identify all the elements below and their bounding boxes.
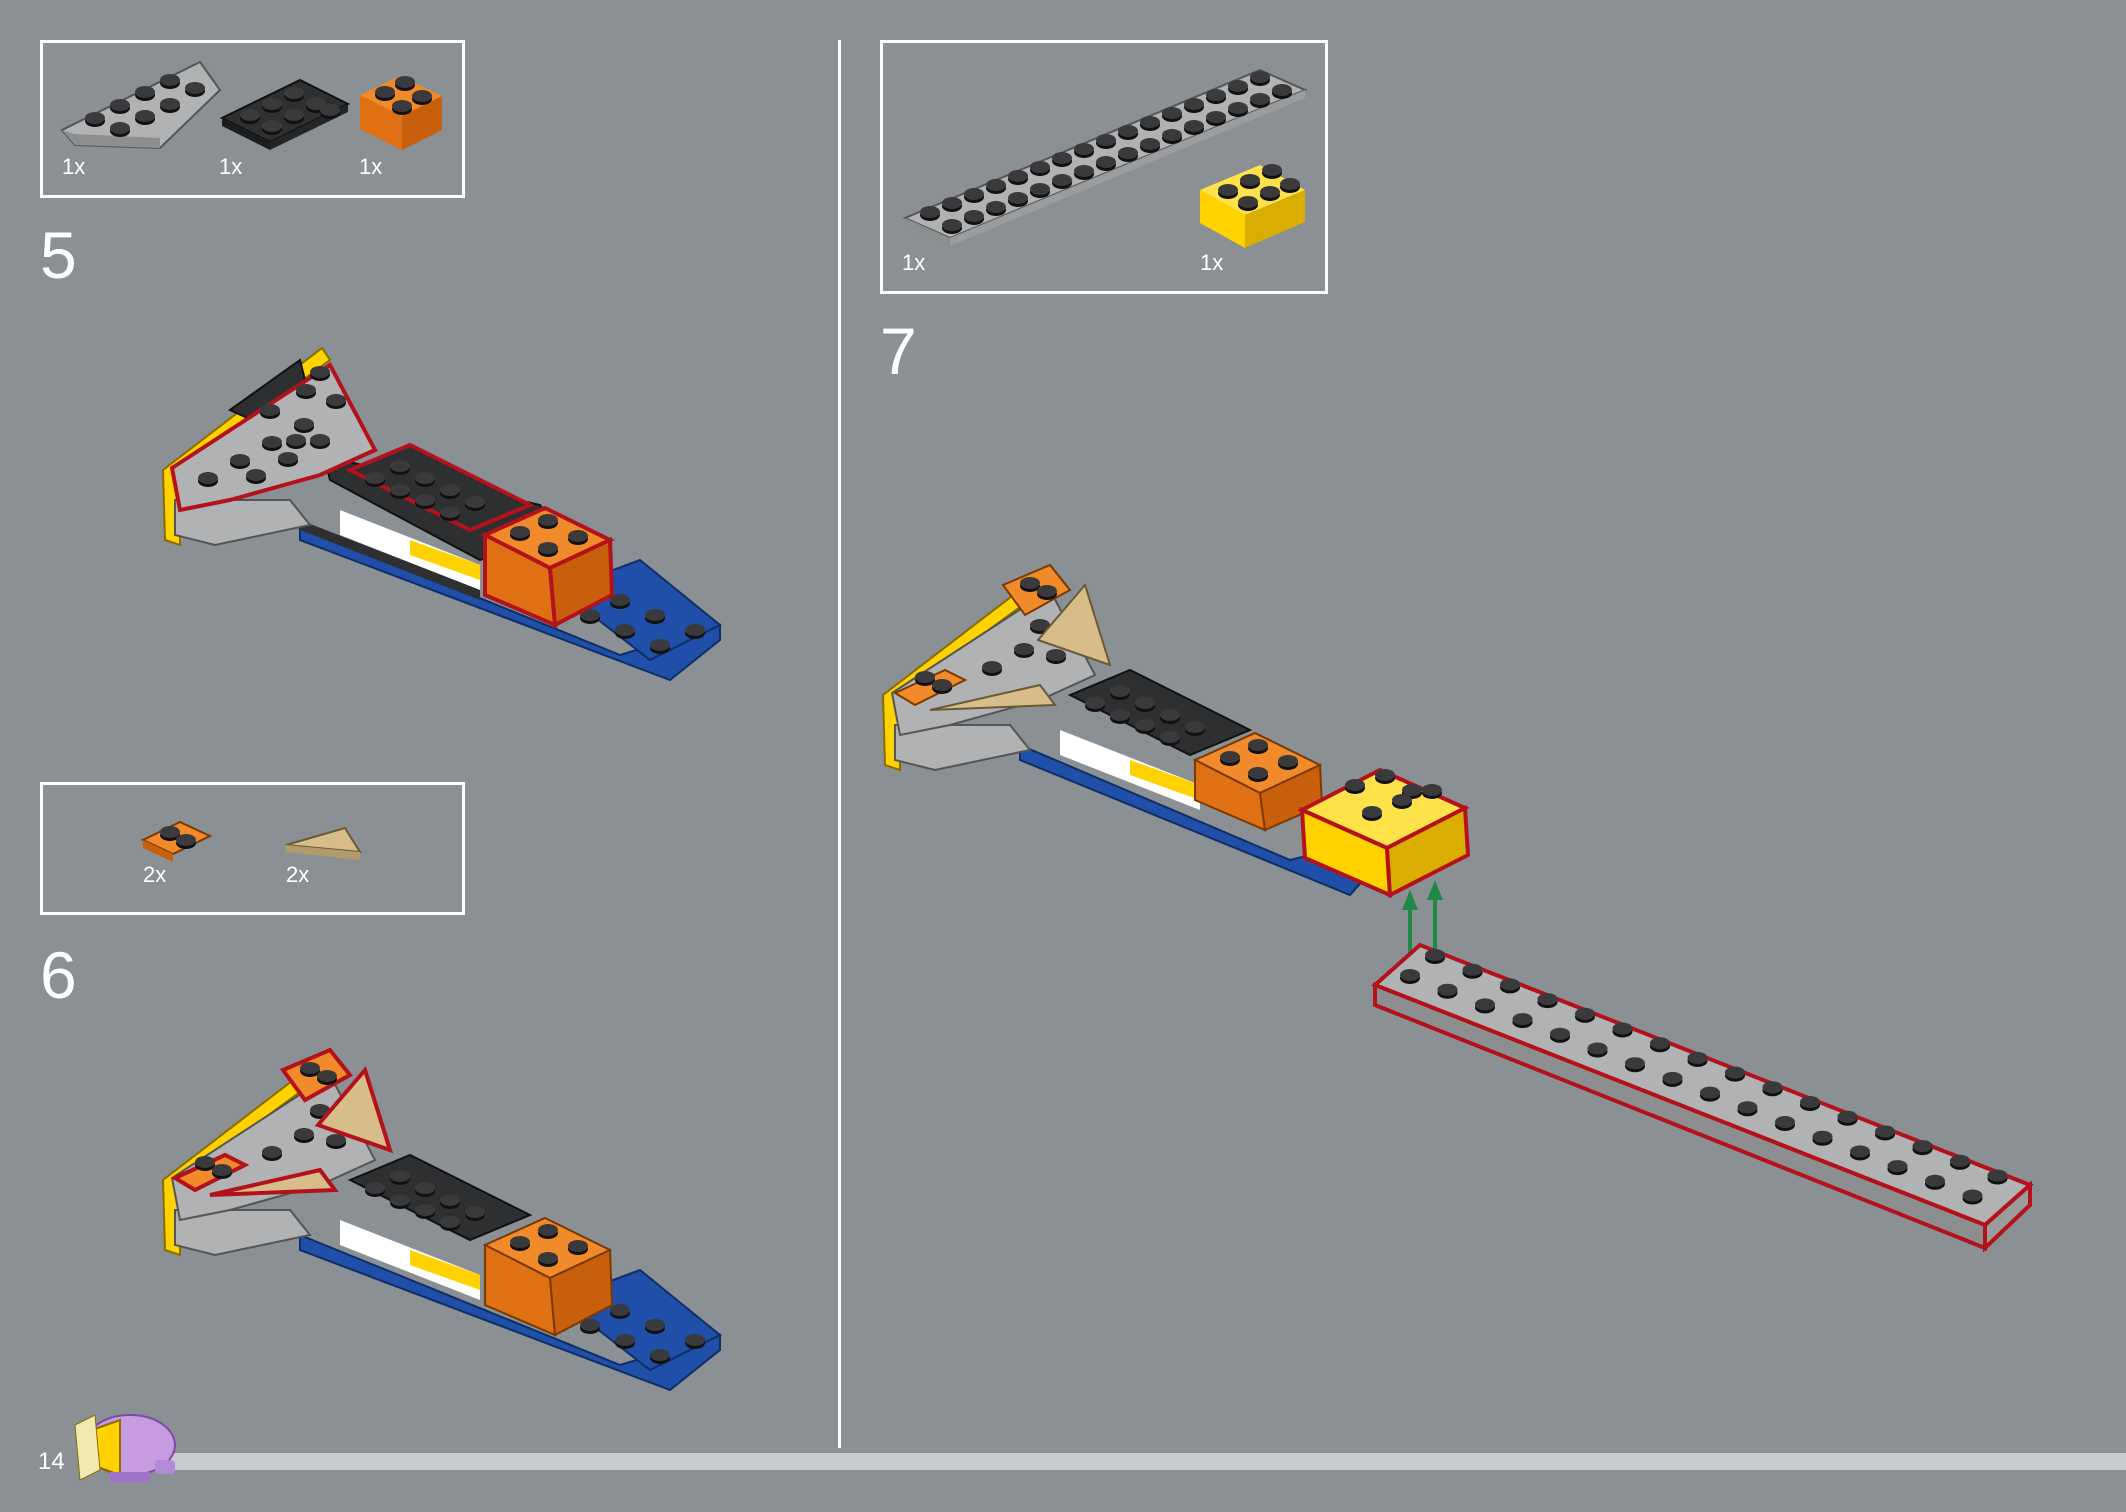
stud [1437, 983, 1458, 999]
step6-number: 6 [40, 938, 77, 1012]
step5-part3-qty: 1x [359, 154, 383, 179]
stud [1762, 1081, 1783, 1097]
stud [1662, 1071, 1683, 1087]
stud [1912, 1140, 1933, 1156]
gray-long-plate-icon [902, 68, 1308, 246]
black-plate-icon [219, 78, 351, 150]
stud [1950, 1154, 1970, 1170]
stud [1612, 1022, 1633, 1038]
orange-brick-icon [360, 76, 442, 150]
stud [1837, 1110, 1858, 1126]
stud [1987, 1169, 2008, 1185]
stud [1775, 1116, 1795, 1131]
step7-parts-box [880, 40, 1328, 294]
stud [1800, 1096, 1820, 1111]
step6-model [161, 1047, 722, 1392]
step6-parts-box [40, 782, 465, 915]
step7-number: 7 [880, 314, 917, 388]
zeppelin-mascot-icon [74, 1414, 176, 1482]
step5-parts-box [40, 40, 465, 198]
gray-wedge-plate-icon [60, 60, 222, 150]
stud [1575, 1007, 1595, 1023]
stud [1687, 1051, 1708, 1067]
step5-number: 5 [40, 218, 77, 292]
stud [1537, 993, 1558, 1009]
stud [1737, 1101, 1758, 1117]
stud [1550, 1027, 1570, 1043]
step5-model [161, 346, 722, 682]
step5-part2-qty: 1x [219, 154, 243, 179]
step7-part1-qty: 1x [902, 250, 926, 275]
stud [1850, 1145, 1870, 1161]
stud [1400, 969, 1420, 984]
stud [1875, 1125, 1895, 1141]
stud [1962, 1189, 1983, 1205]
stud [1625, 1057, 1645, 1073]
step7-model [881, 563, 2034, 1253]
stud [1650, 1037, 1670, 1053]
stud [1587, 1042, 1608, 1058]
step5-part1-qty: 1x [62, 154, 86, 179]
stud [1812, 1130, 1833, 1146]
stud [1925, 1174, 1945, 1190]
stud [1512, 1013, 1533, 1029]
stud [1725, 1066, 1745, 1082]
stud [1500, 978, 1520, 994]
stud [1700, 1086, 1720, 1102]
page-number: 14 [38, 1448, 65, 1475]
stud [1887, 1160, 1908, 1176]
stud [1475, 998, 1495, 1014]
tan-wedge-tile-icon [285, 826, 362, 860]
step7-part2-qty: 1x [1200, 250, 1224, 275]
progress-bar [170, 1453, 2126, 1470]
step6-part1-qty: 2x [143, 862, 167, 887]
yellow-brick-icon [1200, 164, 1305, 248]
orange-plate-icon [140, 820, 213, 862]
step6-part2-qty: 2x [286, 862, 310, 887]
stud [1425, 949, 1445, 964]
column-divider [838, 40, 841, 1448]
stud [1462, 963, 1483, 979]
